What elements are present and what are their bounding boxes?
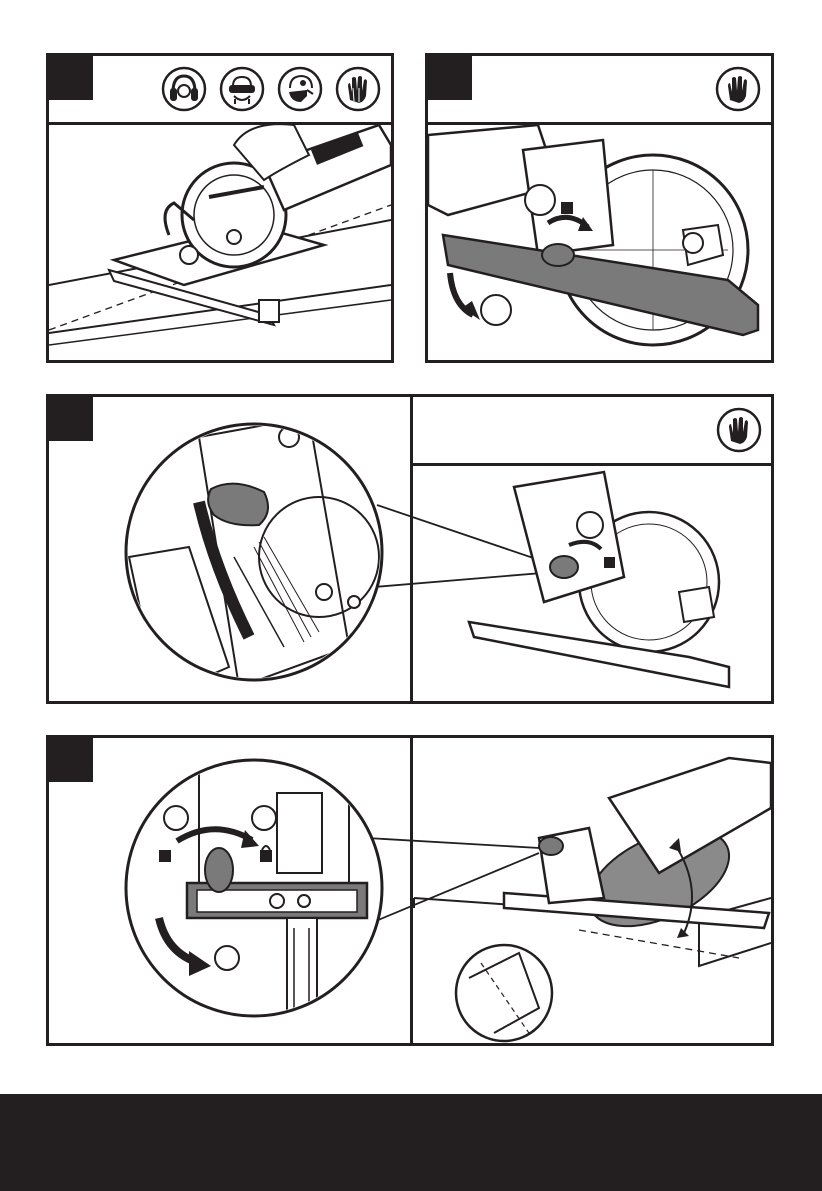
- ear-protection-icon: [161, 66, 207, 112]
- panel-3: [46, 394, 774, 704]
- eye-protection-icon: [219, 66, 265, 112]
- panel-4: [46, 735, 774, 1046]
- dust-mask-icon: [277, 66, 323, 112]
- step-number-tab: [49, 56, 93, 100]
- bevel-cut-illustration: [49, 738, 771, 1043]
- footer-bar: [0, 1094, 822, 1191]
- panel-2: [425, 53, 774, 363]
- panel-1: [46, 53, 394, 363]
- gloves-icon: [335, 66, 381, 112]
- step-number-tab: [428, 56, 472, 100]
- saw-on-workpiece-illustration: [49, 125, 391, 363]
- bevel-knob-detail-illustration: [49, 397, 771, 701]
- bevel-release-illustration: [428, 125, 771, 363]
- gloves-icon: [715, 66, 761, 112]
